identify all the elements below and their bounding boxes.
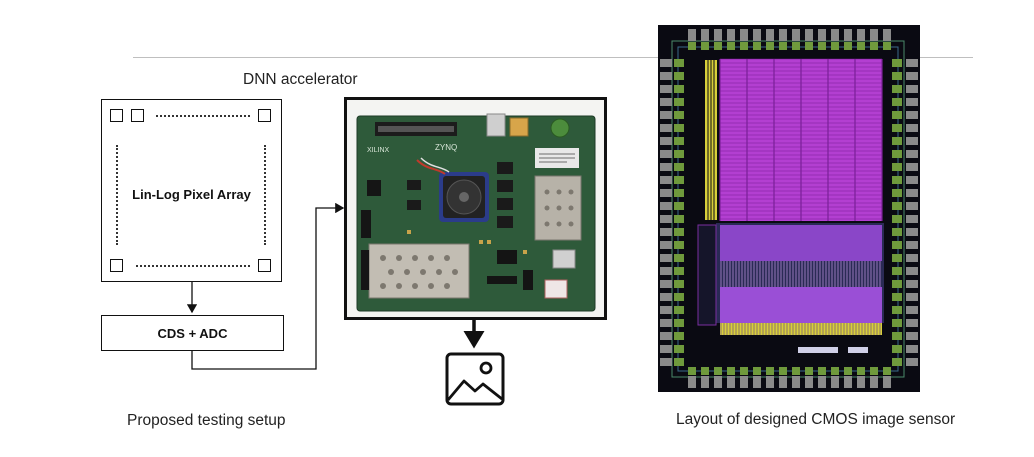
- board-brand-text: XILINX: [367, 147, 390, 154]
- pixel-array-chip: Lin-Log Pixel Array: [101, 99, 282, 282]
- corner-pad: [131, 109, 144, 122]
- board-product-text: ZYNQ: [435, 143, 457, 152]
- corner-pad: [258, 259, 271, 272]
- adc-to-board-arrow: [191, 202, 345, 370]
- layout-caption: Layout of designed CMOS image sensor: [676, 411, 956, 428]
- top-divider: [133, 57, 973, 58]
- corner-pad: [110, 259, 123, 272]
- pixel-array-label: Lin-Log Pixel Array: [132, 187, 251, 202]
- dnn-accelerator-label: DNN accelerator: [243, 71, 358, 88]
- dotted-row-bottom: [136, 265, 250, 267]
- fpga-board-illustration: XILINX ZYNQ: [347, 100, 604, 317]
- cds-adc-label: CDS + ADC: [157, 325, 228, 341]
- dotted-row-top: [156, 115, 250, 117]
- corner-pad: [110, 109, 123, 122]
- image-icon: [444, 351, 506, 407]
- cmos-layout-image: [658, 25, 920, 392]
- proposed-setup-caption: Proposed testing setup: [127, 412, 286, 429]
- fpga-board-photo: XILINX ZYNQ: [344, 97, 607, 320]
- corner-pad: [258, 109, 271, 122]
- dotted-col-left: [116, 145, 118, 245]
- cds-adc-box: CDS + ADC: [101, 315, 284, 351]
- dotted-col-right: [264, 145, 266, 245]
